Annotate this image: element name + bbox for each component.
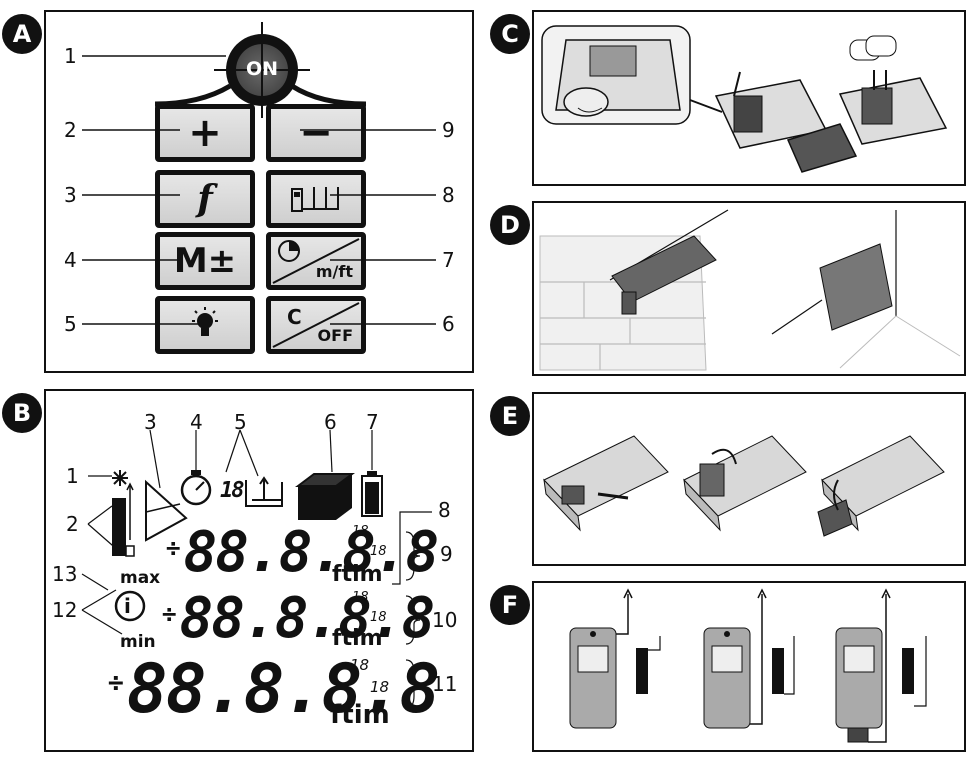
sign-3: ÷ xyxy=(108,668,124,698)
unit-2: ftim xyxy=(332,626,383,651)
measure-mode-button[interactable] xyxy=(266,170,366,228)
function-button[interactable]: f xyxy=(155,170,255,228)
info-icon xyxy=(114,590,146,622)
digits-3: 88.8.8.8 xyxy=(126,650,441,729)
off-label: OFF xyxy=(317,326,353,345)
unit-3: ftim xyxy=(330,700,390,730)
callout-b-1: 1 xyxy=(66,464,79,488)
callout-a-2: 2 xyxy=(64,118,77,142)
info-glyph: i xyxy=(124,594,131,618)
callout-a-8: 8 xyxy=(442,183,455,207)
fraction-den-2: 18 xyxy=(370,610,387,625)
minus-button[interactable]: − xyxy=(266,104,366,162)
callout-b-3: 3 xyxy=(144,410,157,434)
unit-label: m/ft xyxy=(315,262,353,281)
laser-icon xyxy=(112,470,128,486)
callout-b-4: 4 xyxy=(190,410,203,434)
plus-symbol: + xyxy=(188,110,222,156)
max-label: max xyxy=(120,568,161,588)
function-symbol: f xyxy=(197,178,213,220)
fraction-den-1: 18 xyxy=(370,544,387,559)
callout-b-13: 13 xyxy=(52,562,78,586)
callout-a-4: 4 xyxy=(64,248,77,272)
timer-icon xyxy=(272,238,360,284)
callout-b-8: 8 xyxy=(438,498,451,522)
on-label: ON xyxy=(245,58,279,80)
timer-unit-button[interactable]: m/ft xyxy=(266,232,366,290)
memory-button[interactable]: M± xyxy=(155,232,255,290)
light-button[interactable] xyxy=(155,296,255,354)
fraction-den-3: 18 xyxy=(370,678,390,696)
panel-d-badge: D xyxy=(490,205,530,245)
reference-bar-icon xyxy=(112,498,126,556)
callout-b-5: 5 xyxy=(234,410,247,434)
minus-symbol: − xyxy=(299,110,333,156)
digits-row-1: ÷ 88.8.8.8 xyxy=(166,520,440,585)
callout-a-9: 9 xyxy=(442,118,455,142)
volume-icon xyxy=(295,473,355,520)
fraction-num-1: 18 xyxy=(352,524,369,539)
angle-icon xyxy=(145,479,188,542)
callout-a-1: 1 xyxy=(64,44,77,68)
timer-display-icon xyxy=(180,474,212,506)
small-digits: 18 xyxy=(220,478,244,503)
panel-e-badge: E xyxy=(490,396,530,436)
plus-button[interactable]: + xyxy=(155,104,255,162)
panel-c-badge: C xyxy=(490,14,530,54)
callout-b-9: 9 xyxy=(440,542,453,566)
digits-1: 88.8.8.8 xyxy=(183,520,440,585)
clear-off-divider xyxy=(272,302,360,348)
callout-b-10: 10 xyxy=(432,608,458,632)
device-rear-reference xyxy=(703,588,795,729)
digits-2: 88.8.8.8 xyxy=(179,586,436,651)
fraction-num-3: 18 xyxy=(350,656,370,674)
mode-icon xyxy=(245,480,283,507)
panel-b xyxy=(44,389,474,752)
clear-off-button[interactable]: C OFF xyxy=(266,296,366,354)
callout-b-2: 2 xyxy=(66,512,79,536)
device-endpiece-reference xyxy=(835,588,927,743)
panel-f-badge: F xyxy=(490,585,530,625)
lightbulb-icon xyxy=(192,307,218,336)
sign-2: ÷ xyxy=(162,600,177,628)
unit-1: ftim xyxy=(332,562,383,587)
fraction-num-2: 18 xyxy=(352,590,369,605)
callout-b-11: 11 xyxy=(432,672,458,696)
callout-b-7: 7 xyxy=(366,410,379,434)
clear-label: C xyxy=(287,305,302,329)
callout-b-6: 6 xyxy=(324,410,337,434)
panel-a-badge: A xyxy=(2,14,42,54)
callout-a-6: 6 xyxy=(442,312,455,336)
panel-b-badge: B xyxy=(2,393,42,433)
memory-label: M± xyxy=(173,241,237,281)
callout-b-12: 12 xyxy=(52,598,78,622)
device-front-reference xyxy=(569,588,661,729)
digits-row-3: ÷ 88.8.8.8 xyxy=(108,650,441,729)
min-label: min xyxy=(120,632,156,652)
callout-a-7: 7 xyxy=(442,248,455,272)
digits-row-2: ÷ 88.8.8.8 xyxy=(162,586,436,651)
sign-1: ÷ xyxy=(166,534,181,562)
callout-a-5: 5 xyxy=(64,312,77,336)
callout-a-3: 3 xyxy=(64,183,77,207)
